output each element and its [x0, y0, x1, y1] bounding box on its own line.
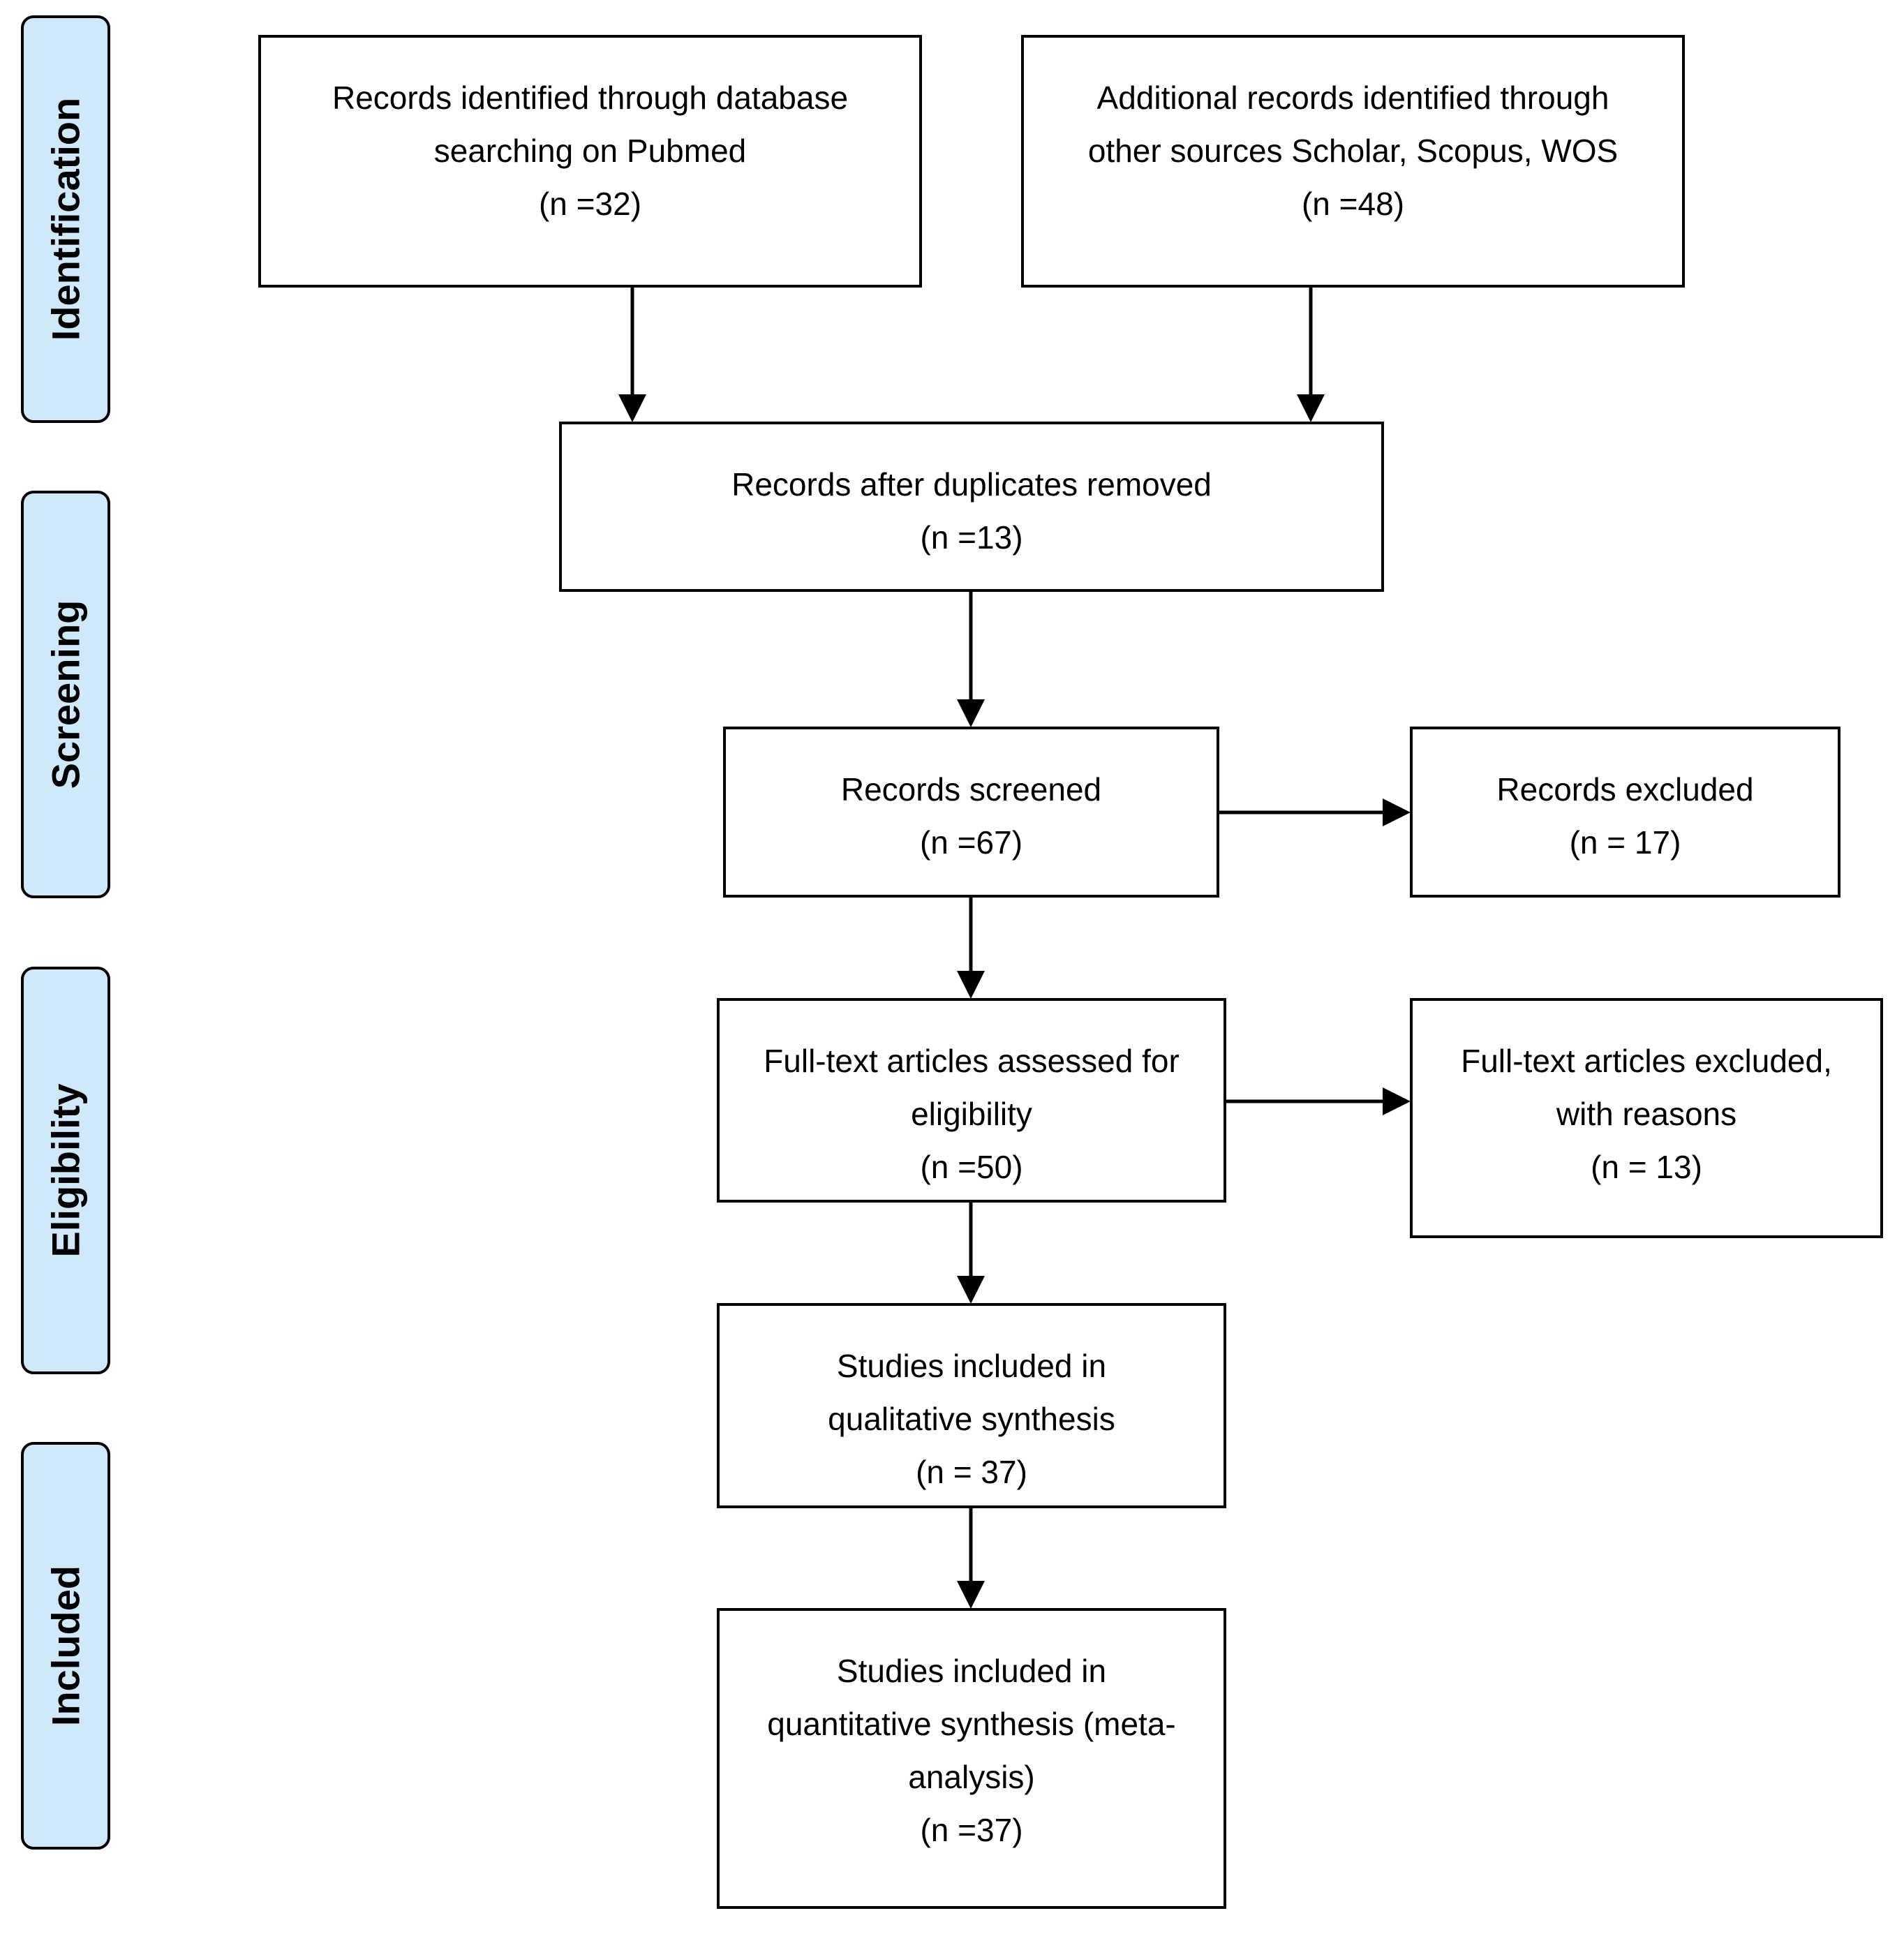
box-duplicates-removed-line1: Records after duplicates removed	[731, 466, 1212, 503]
phase-screening: Screening	[21, 491, 110, 898]
box-records-other-sources: Additional records identified through ot…	[1021, 35, 1685, 288]
box-records-screened: Records screened (n =67)	[723, 727, 1219, 898]
box-records-other-sources-count: (n =48)	[1301, 186, 1405, 222]
box-fulltext-assessed-line2: eligibility	[911, 1096, 1032, 1132]
box-fulltext-assessed: Full-text articles assessed for eligibil…	[717, 998, 1226, 1203]
box-records-other-sources-line2: other sources Scholar, Scopus, WOS	[1087, 133, 1619, 169]
box-fulltext-assessed-line1: Full-text articles assessed for	[764, 1043, 1180, 1079]
box-fulltext-excluded-line2: with reasons	[1556, 1096, 1737, 1132]
phase-eligibility: Eligibility	[21, 967, 110, 1374]
box-qualitative-synthesis: Studies included in qualitative synthesi…	[717, 1303, 1226, 1508]
box-fulltext-excluded-line1: Full-text articles excluded,	[1461, 1043, 1832, 1079]
box-quantitative-synthesis-line1: Studies included in	[836, 1653, 1107, 1689]
box-records-excluded: Records excluded (n = 17)	[1410, 727, 1840, 898]
box-records-pubmed-line1: Records identified through database	[332, 80, 849, 116]
box-quantitative-synthesis-line2: quantitative synthesis (meta-	[767, 1706, 1176, 1742]
box-records-excluded-count: (n = 17)	[1569, 824, 1681, 861]
box-quantitative-synthesis: Studies included in quantitative synthes…	[717, 1608, 1226, 1909]
box-duplicates-removed: Records after duplicates removed (n =13)	[559, 422, 1384, 592]
box-records-other-sources-line1: Additional records identified through	[1096, 80, 1609, 116]
box-qualitative-synthesis-count: (n = 37)	[916, 1454, 1027, 1490]
box-qualitative-synthesis-line1: Studies included in	[836, 1348, 1107, 1384]
box-records-pubmed: Records identified through database sear…	[258, 35, 922, 288]
box-fulltext-excluded: Full-text articles excluded, with reason…	[1410, 998, 1883, 1238]
phase-included: Included	[21, 1442, 110, 1850]
box-fulltext-assessed-count: (n =50)	[920, 1149, 1023, 1185]
box-records-screened-count: (n =67)	[919, 824, 1023, 861]
box-duplicates-removed-count: (n =13)	[920, 519, 1023, 556]
box-records-pubmed-line2: searching on Pubmed	[433, 133, 747, 169]
box-qualitative-synthesis-line2: qualitative synthesis	[828, 1401, 1115, 1437]
box-fulltext-excluded-count: (n = 13)	[1591, 1149, 1702, 1185]
box-records-pubmed-count: (n =32)	[538, 186, 642, 222]
box-records-excluded-line1: Records excluded	[1496, 771, 1754, 808]
box-quantitative-synthesis-line3: analysis)	[908, 1759, 1035, 1795]
phase-identification: Identification	[21, 15, 110, 423]
box-quantitative-synthesis-count: (n =37)	[920, 1812, 1023, 1848]
box-records-screened-line1: Records screened	[840, 771, 1102, 808]
